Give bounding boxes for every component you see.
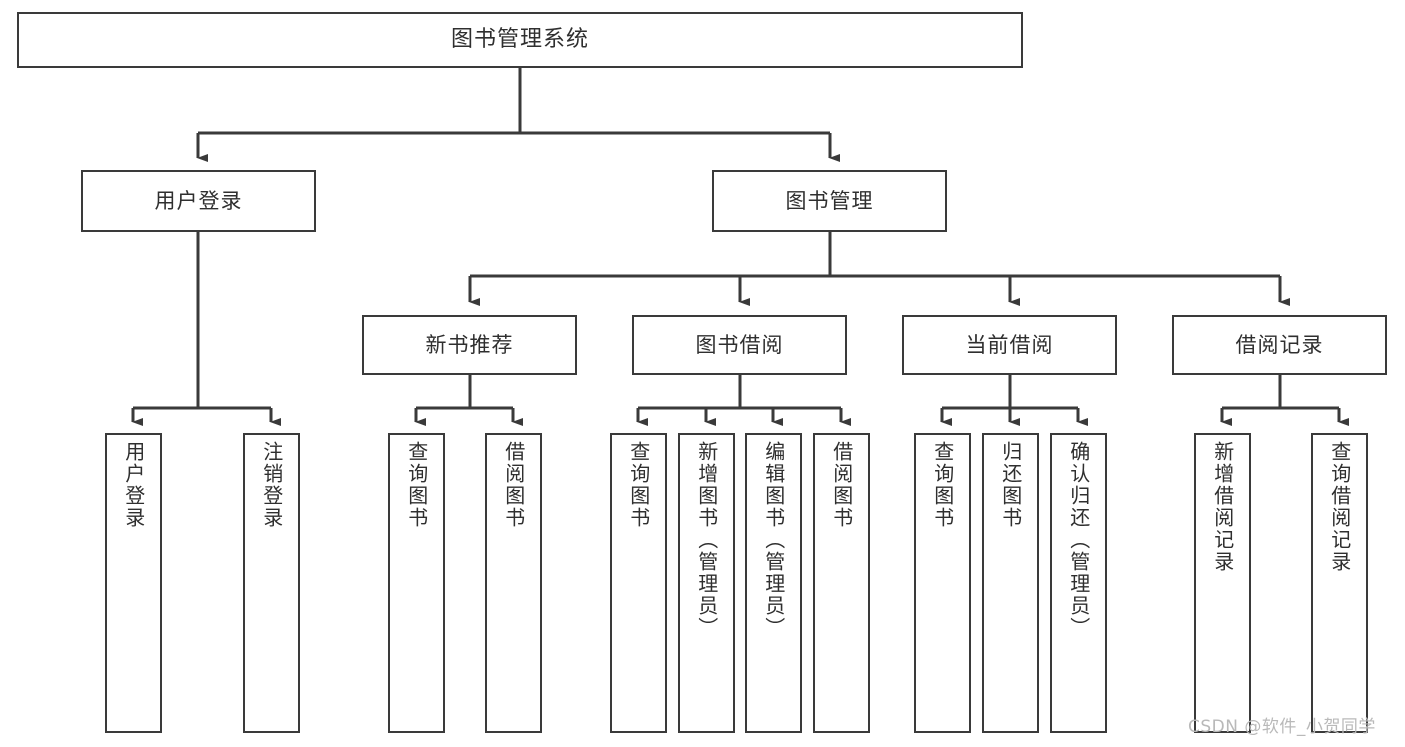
node-label: 图书借阅	[695, 332, 784, 357]
node-book-borrow[interactable]: 图书借阅	[632, 315, 847, 375]
leaf-current-return-book[interactable]: 归还图书	[982, 433, 1039, 733]
leaf-borrow-borrow-book[interactable]: 借阅图书	[813, 433, 870, 733]
node-label: 查询图书	[930, 441, 955, 529]
node-label: 新增借阅记录	[1210, 441, 1235, 573]
node-label: 查询图书	[404, 441, 429, 529]
node-label: 注销登录	[259, 441, 284, 529]
node-label: 图书管理	[785, 188, 874, 213]
node-borrow-record[interactable]: 借阅记录	[1172, 315, 1387, 375]
leaf-user-login-signout[interactable]: 注销登录	[243, 433, 300, 733]
node-current-borrow[interactable]: 当前借阅	[902, 315, 1117, 375]
leaf-borrow-edit-book-admin[interactable]: 编辑图书（管理员）	[745, 433, 802, 733]
leaf-current-query-book[interactable]: 查询图书	[914, 433, 971, 733]
leaf-current-confirm-return-admin[interactable]: 确认归还（管理员）	[1050, 433, 1107, 733]
node-label: 归还图书	[998, 441, 1023, 529]
node-label: 借阅记录	[1235, 332, 1324, 357]
leaf-record-query-record[interactable]: 查询借阅记录	[1311, 433, 1368, 733]
node-label: 新书推荐	[425, 332, 514, 357]
node-label: 新增图书（管理员）	[694, 441, 719, 639]
node-label: 当前借阅	[965, 332, 1054, 357]
watermark: CSDN @软件_小贺同学	[1188, 717, 1376, 737]
node-label: 用户登录	[121, 441, 146, 529]
node-new-book-recommend[interactable]: 新书推荐	[362, 315, 577, 375]
leaf-borrow-query-book[interactable]: 查询图书	[610, 433, 667, 733]
leaf-user-login-signin[interactable]: 用户登录	[105, 433, 162, 733]
node-label: 图书管理系统	[450, 27, 589, 53]
node-user-login[interactable]: 用户登录	[81, 170, 316, 232]
node-book-management[interactable]: 图书管理	[712, 170, 947, 232]
leaf-recommend-query-book[interactable]: 查询图书	[388, 433, 445, 733]
leaf-borrow-add-book-admin[interactable]: 新增图书（管理员）	[678, 433, 735, 733]
node-label: 查询图书	[626, 441, 651, 529]
node-label: 借阅图书	[829, 441, 854, 529]
node-label: 确认归还（管理员）	[1066, 441, 1091, 639]
node-label: 编辑图书（管理员）	[761, 441, 786, 639]
node-label: 查询借阅记录	[1327, 441, 1352, 573]
node-label: 用户登录	[154, 188, 243, 213]
leaf-recommend-borrow-book[interactable]: 借阅图书	[485, 433, 542, 733]
node-label: 借阅图书	[501, 441, 526, 529]
leaf-record-add-record[interactable]: 新增借阅记录	[1194, 433, 1251, 733]
node-root-system[interactable]: 图书管理系统	[17, 12, 1023, 68]
